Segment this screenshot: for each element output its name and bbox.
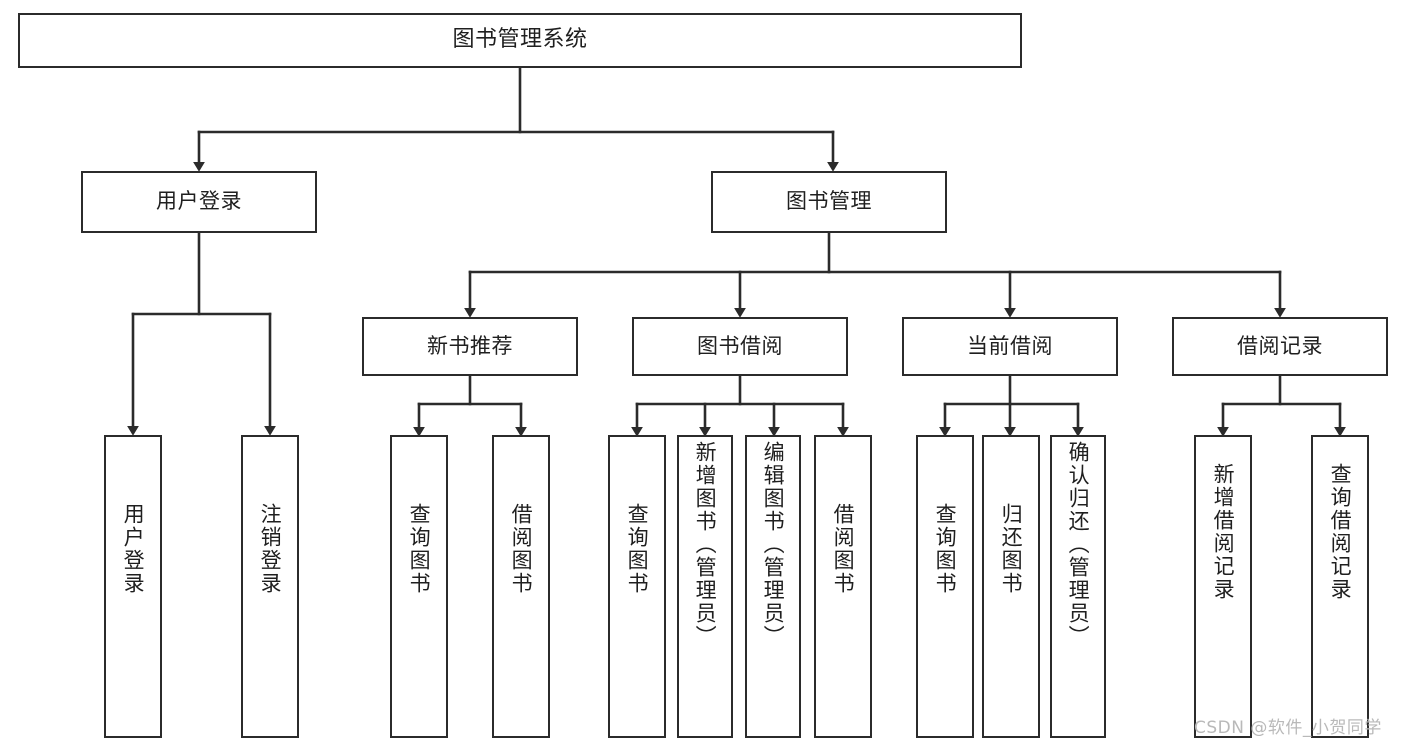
node-label: 用户登录 bbox=[121, 503, 146, 595]
node-borrow-records[interactable]: 借阅记录 bbox=[1172, 317, 1388, 376]
node-book-management[interactable]: 图书管理 bbox=[711, 171, 947, 233]
node-label: 图书借阅 bbox=[697, 333, 783, 358]
node-label: 查询图书 bbox=[933, 503, 958, 595]
leaf-query-borrow-record[interactable]: 查询借阅记录 bbox=[1311, 435, 1369, 738]
node-label: 新书推荐 bbox=[427, 333, 513, 358]
leaf-logout[interactable]: 注销登录 bbox=[241, 435, 299, 738]
leaf-query-book-borrow[interactable]: 查询图书 bbox=[608, 435, 666, 738]
node-label: 注销登录 bbox=[258, 503, 283, 595]
node-label: 查询图书 bbox=[625, 503, 650, 595]
leaf-user-login[interactable]: 用户登录 bbox=[104, 435, 162, 738]
node-new-book-recommend[interactable]: 新书推荐 bbox=[362, 317, 578, 376]
node-label: 借阅记录 bbox=[1237, 333, 1323, 358]
node-root-system[interactable]: 图书管理系统 bbox=[18, 13, 1022, 68]
node-label: 确认归还（管理员） bbox=[1066, 441, 1091, 648]
node-label: 借阅图书 bbox=[509, 503, 534, 595]
node-book-borrow[interactable]: 图书借阅 bbox=[632, 317, 848, 376]
node-label: 图书管理系统 bbox=[452, 27, 588, 53]
node-label: 图书管理 bbox=[786, 189, 872, 214]
node-label: 查询图书 bbox=[407, 503, 432, 595]
node-label: 当前借阅 bbox=[967, 333, 1053, 358]
leaf-query-book-recommend[interactable]: 查询图书 bbox=[390, 435, 448, 738]
node-label: 新增借阅记录 bbox=[1211, 463, 1236, 601]
leaf-borrow-book-recommend[interactable]: 借阅图书 bbox=[492, 435, 550, 738]
node-label: 借阅图书 bbox=[831, 503, 856, 595]
leaf-edit-book-admin[interactable]: 编辑图书（管理员） bbox=[745, 435, 801, 738]
leaf-add-book-admin[interactable]: 新增图书（管理员） bbox=[677, 435, 733, 738]
leaf-borrow-book[interactable]: 借阅图书 bbox=[814, 435, 872, 738]
watermark-text: CSDN @软件_小贺同学 bbox=[1194, 718, 1382, 738]
node-label: 归还图书 bbox=[999, 503, 1024, 595]
node-current-borrow[interactable]: 当前借阅 bbox=[902, 317, 1118, 376]
leaf-add-borrow-record[interactable]: 新增借阅记录 bbox=[1194, 435, 1252, 738]
leaf-return-book[interactable]: 归还图书 bbox=[982, 435, 1040, 738]
node-label: 查询借阅记录 bbox=[1328, 463, 1353, 601]
leaf-confirm-return-admin[interactable]: 确认归还（管理员） bbox=[1050, 435, 1106, 738]
node-user-login[interactable]: 用户登录 bbox=[81, 171, 317, 233]
leaf-query-book-current[interactable]: 查询图书 bbox=[916, 435, 974, 738]
node-label: 编辑图书（管理员） bbox=[761, 441, 786, 648]
node-label: 新增图书（管理员） bbox=[693, 441, 718, 648]
node-label: 用户登录 bbox=[156, 189, 242, 214]
